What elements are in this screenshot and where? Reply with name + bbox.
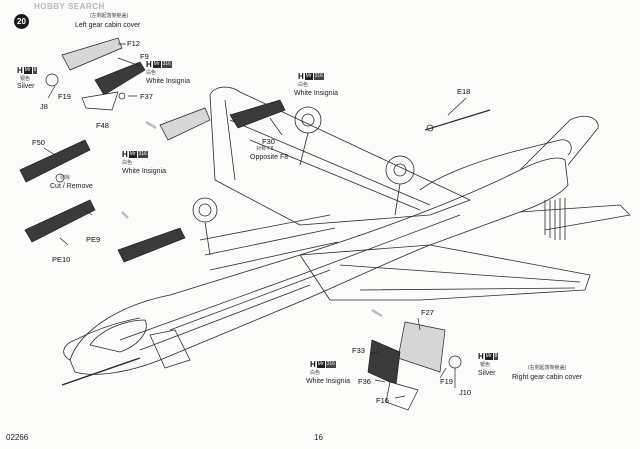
vertical-fin — [519, 115, 599, 171]
paint-number: 316 — [313, 73, 324, 80]
paint-en-h316-left: White Insignia — [146, 78, 190, 85]
part-f48-label: F48 — [96, 121, 109, 130]
part-pe10-label: PE10 — [52, 255, 71, 264]
part-f9-label: F9 — [140, 52, 149, 61]
paint-code: Mr — [304, 73, 313, 80]
part-j10-wheel — [448, 355, 462, 369]
part-f19a-label: F19 — [58, 92, 71, 101]
right-gear-cover-label: Right gear cabin cover — [512, 374, 583, 381]
page-number: 16 — [314, 433, 323, 442]
right-gear-cover-cn: (右侧起落架舱盖) — [528, 365, 567, 371]
product-code: 02266 — [6, 433, 29, 442]
part-f27-shape — [397, 321, 446, 373]
part-f37-label: F37 — [140, 92, 153, 101]
paint-cn-h316-center: 白色 — [122, 160, 133, 166]
paint-code: Mr — [316, 361, 325, 368]
part-f16-shape — [385, 381, 419, 411]
part-pe9-label: PE9 — [86, 235, 101, 244]
canopy — [89, 319, 147, 353]
paint-number: 316 — [325, 361, 336, 368]
part-f30-label: F30 — [262, 137, 275, 146]
paint-number: 8 — [32, 67, 38, 74]
paint-cn-h8-right: 银色 — [480, 362, 491, 368]
paint-en-h316-center: White Insignia — [122, 168, 166, 175]
part-f37-shape — [81, 91, 119, 111]
part-f16-label: F16 — [376, 396, 389, 405]
part-f19b-label: F19 — [440, 377, 453, 386]
part-pe-shape — [24, 199, 96, 243]
part-f12-label: F12 — [127, 39, 140, 48]
paint-en-h316-top: White Insignia — [294, 90, 338, 97]
part-f50-shape — [19, 139, 91, 183]
right-wing — [299, 244, 591, 301]
paint-ref-h316-center: H Mr 316 — [122, 150, 148, 159]
paint-number: 316 — [161, 61, 172, 68]
paint-number: 316 — [137, 151, 148, 158]
paint-cn-h316-left: 白色 — [146, 70, 157, 76]
paint-letter: H — [310, 360, 316, 369]
paint-en-h8-left: Silver — [17, 83, 35, 90]
left-wing — [209, 86, 471, 226]
part-f30-shape — [229, 99, 286, 129]
part-f27-label: F27 — [421, 308, 434, 317]
paint-code: Mr — [484, 353, 493, 360]
paint-en-h316-right: White Insignia — [306, 378, 350, 385]
part-f12-shape — [61, 37, 123, 71]
left-main-wheel — [192, 197, 218, 223]
paint-letter: H — [146, 60, 152, 69]
part-lower-door — [117, 227, 186, 263]
paint-ref-h316-left: H Mr 316 — [146, 60, 172, 69]
part-f50-label: F50 — [32, 138, 45, 147]
paint-code: Mr — [128, 151, 137, 158]
paint-en-h8-right: Silver — [478, 370, 496, 377]
part-f33-label: F33 — [352, 346, 365, 355]
part-f9-shape — [94, 61, 146, 96]
part-f36-label: F36 — [358, 377, 371, 386]
paint-cn-h316-right: 白色 — [310, 370, 321, 376]
part-j8-wheel — [45, 73, 59, 87]
opposite-cn: 对称 F8 — [256, 146, 274, 152]
opposite-label: Opposite F8 — [250, 154, 289, 161]
part-f33-shape — [367, 339, 401, 386]
step-number-badge: 20 — [14, 14, 29, 29]
paint-ref-h316-right: H Mr 316 — [310, 360, 336, 369]
paint-code: Mr — [152, 61, 161, 68]
paint-cn-h316-top: 白色 — [298, 82, 309, 88]
right-main-wheel — [385, 155, 415, 185]
paint-ref-h8-left: H Mr 8 — [17, 66, 38, 75]
left-gear-cover-cn: (左侧起落架舱盖) — [90, 13, 129, 19]
nose-cone — [63, 317, 141, 361]
paint-letter: H — [17, 66, 23, 75]
cut-remove-label: Cut / Remove — [50, 183, 93, 190]
air-intake — [419, 139, 572, 191]
part-e18-label: E18 — [457, 87, 471, 96]
paint-cn-h8-left: 银色 — [20, 76, 31, 82]
paint-letter: H — [298, 72, 304, 81]
pitot-probe — [61, 357, 141, 386]
paint-ref-h316-top: H Mr 316 — [298, 72, 324, 81]
left-gear-cover-label: Left gear cabin cover — [75, 22, 141, 29]
tail-plane — [519, 204, 631, 231]
part-j10-label: J10 — [459, 388, 472, 397]
paint-letter: H — [122, 150, 128, 159]
watermark: HOBBY SEARCH — [34, 2, 105, 11]
paint-code: Mr — [23, 67, 32, 74]
paint-letter: H — [478, 352, 484, 361]
fuselage-outline — [69, 157, 569, 375]
paint-number: 8 — [493, 353, 499, 360]
part-j8-label: J8 — [40, 102, 48, 111]
paint-ref-h8-right: H Mr 8 — [478, 352, 499, 361]
cut-remove-cn: 切除 — [60, 175, 71, 181]
part-gear-bay — [159, 107, 211, 141]
